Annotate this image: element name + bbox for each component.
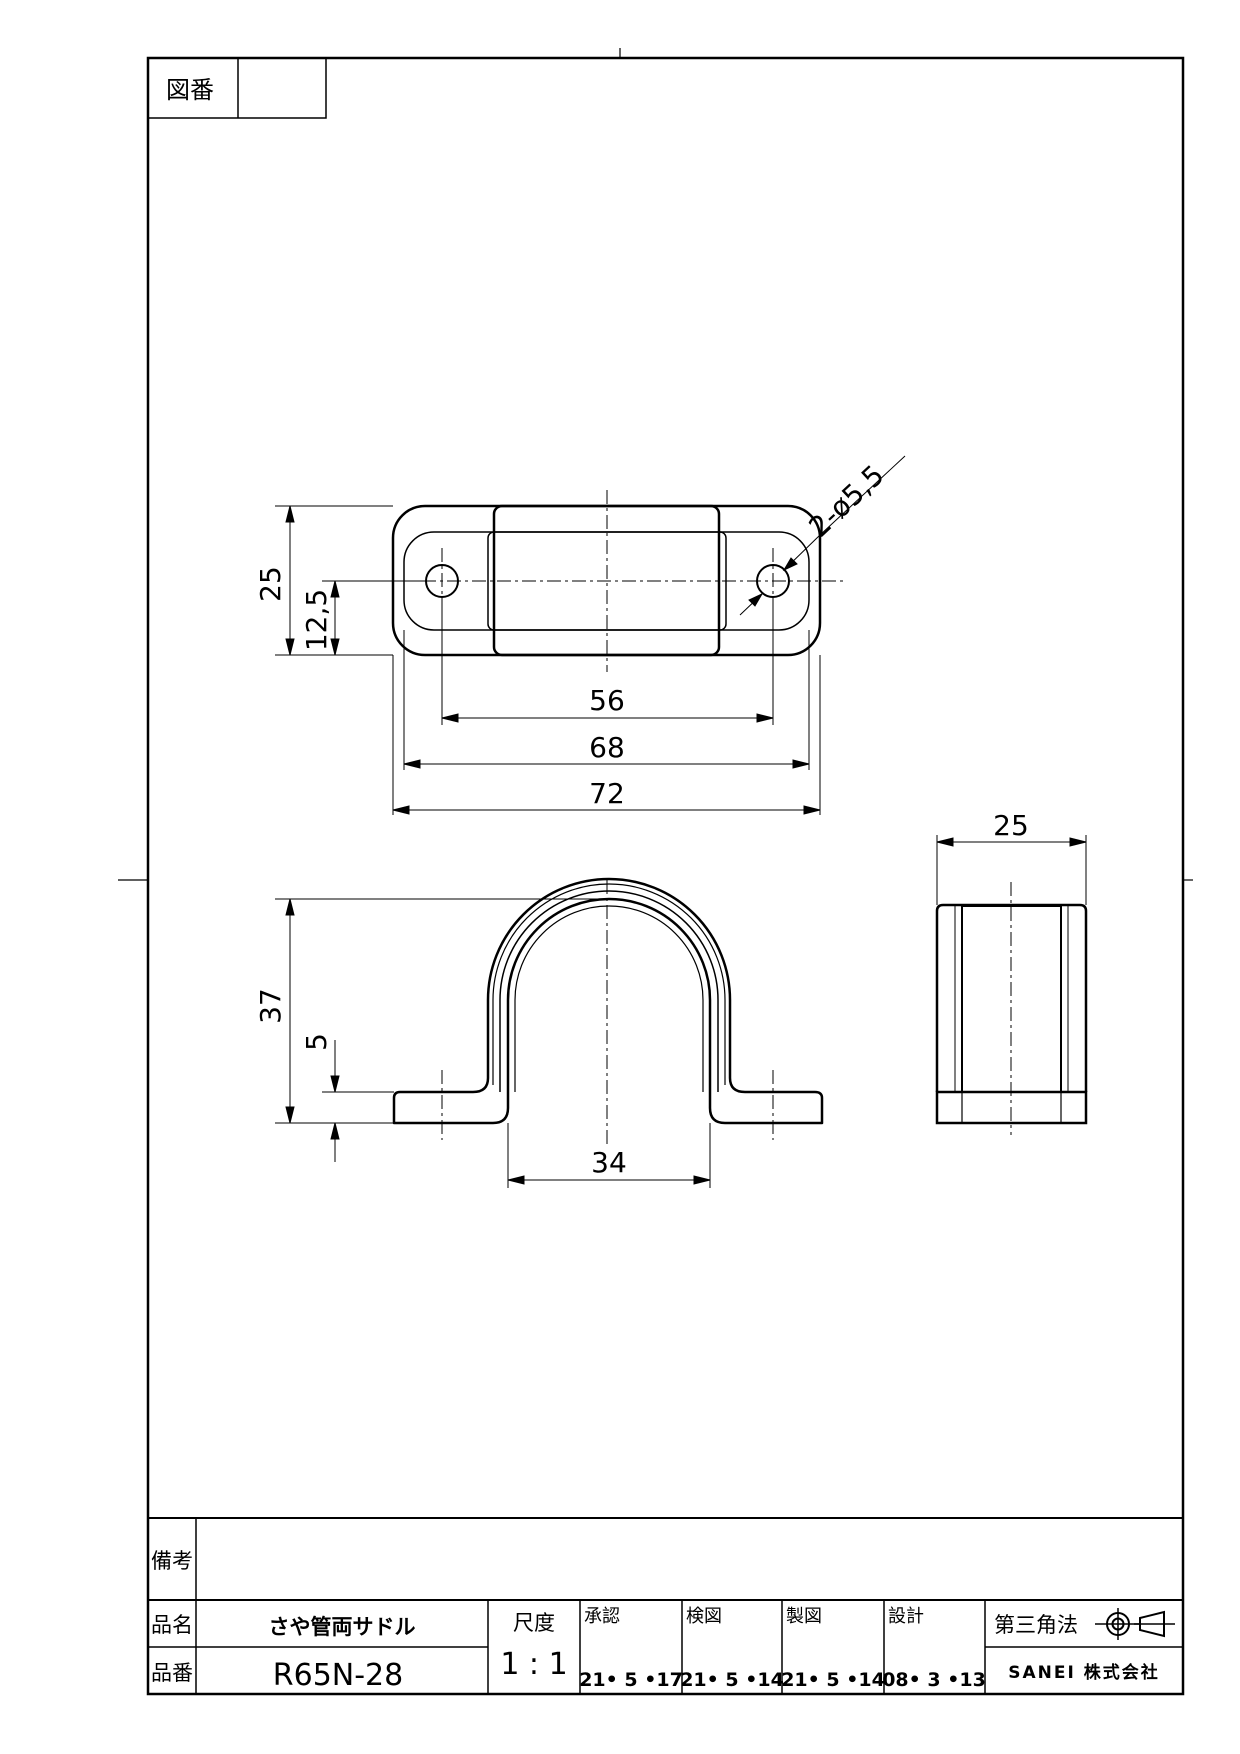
dim-flange-thickness: 5 (300, 1033, 333, 1051)
side-view-dimensions (936, 835, 1087, 905)
saddle-outer-profile (392, 877, 824, 1125)
center-lines (372, 490, 845, 672)
side-view (935, 882, 1088, 1135)
saddle-outer-edge (514, 905, 704, 1092)
centering-marks (118, 48, 1193, 881)
projection-label: 第三角法 (994, 1613, 1078, 1637)
top-view-dimension-text: 25 12,5 56 68 72 2-ø5,5 (254, 458, 891, 810)
check-date: 21• 5 •14 (680, 1669, 784, 1691)
band-outline (492, 504, 721, 657)
design-date: 08• 3 •13 (882, 1669, 986, 1691)
dim-saddle-width: 34 (591, 1146, 627, 1179)
front-view-dimension-text: 37 5 34 (254, 988, 627, 1179)
third-angle-projection-icon (1095, 1608, 1175, 1640)
dim-overall-length: 72 (589, 777, 625, 810)
scale-value: 1 : 1 (500, 1647, 567, 1682)
front-view (392, 877, 824, 1145)
drafting-date: 21• 5 •14 (781, 1669, 885, 1691)
title-block (148, 1517, 1183, 1694)
drafting-label: 製図 (786, 1606, 822, 1627)
part-number-label: 品番 (151, 1661, 193, 1685)
side-band (961, 905, 1062, 1092)
part-name-label: 品名 (151, 1613, 193, 1637)
design-label: 設計 (888, 1606, 924, 1627)
drawing-number-label: 図番 (166, 76, 214, 104)
dim-hole-spec: 2-ø5,5 (803, 458, 891, 543)
dim-side-width: 25 (993, 809, 1029, 842)
part-name: さや管両サドル (269, 1615, 416, 1639)
approval-label: 承認 (584, 1606, 620, 1627)
remarks-label: 備考 (151, 1549, 193, 1573)
saddle-inner-edge (492, 883, 726, 1085)
dim-hole-pitch: 56 (589, 684, 625, 717)
dim-inner-length: 68 (589, 731, 625, 764)
check-label: 検図 (686, 1606, 722, 1627)
scale-label: 尺度 (513, 1611, 555, 1635)
dim-front-height: 37 (254, 988, 287, 1024)
drawing-number-box: 図番 (147, 57, 327, 119)
saddle-inner-profile (499, 890, 719, 1092)
company-name: SANEI 株式会社 (1008, 1662, 1159, 1683)
approval-date: 21• 5 •17 (579, 1669, 683, 1691)
dim-top-height: 25 (254, 566, 287, 602)
front-center-lines (441, 880, 774, 1145)
dim-top-half-height: 12,5 (300, 589, 333, 651)
top-view (372, 490, 845, 672)
part-number: R65N-28 (273, 1658, 403, 1693)
front-view-dimensions (275, 898, 711, 1188)
sheet-border (146, 56, 1185, 1696)
top-view-dimensions (275, 455, 906, 815)
